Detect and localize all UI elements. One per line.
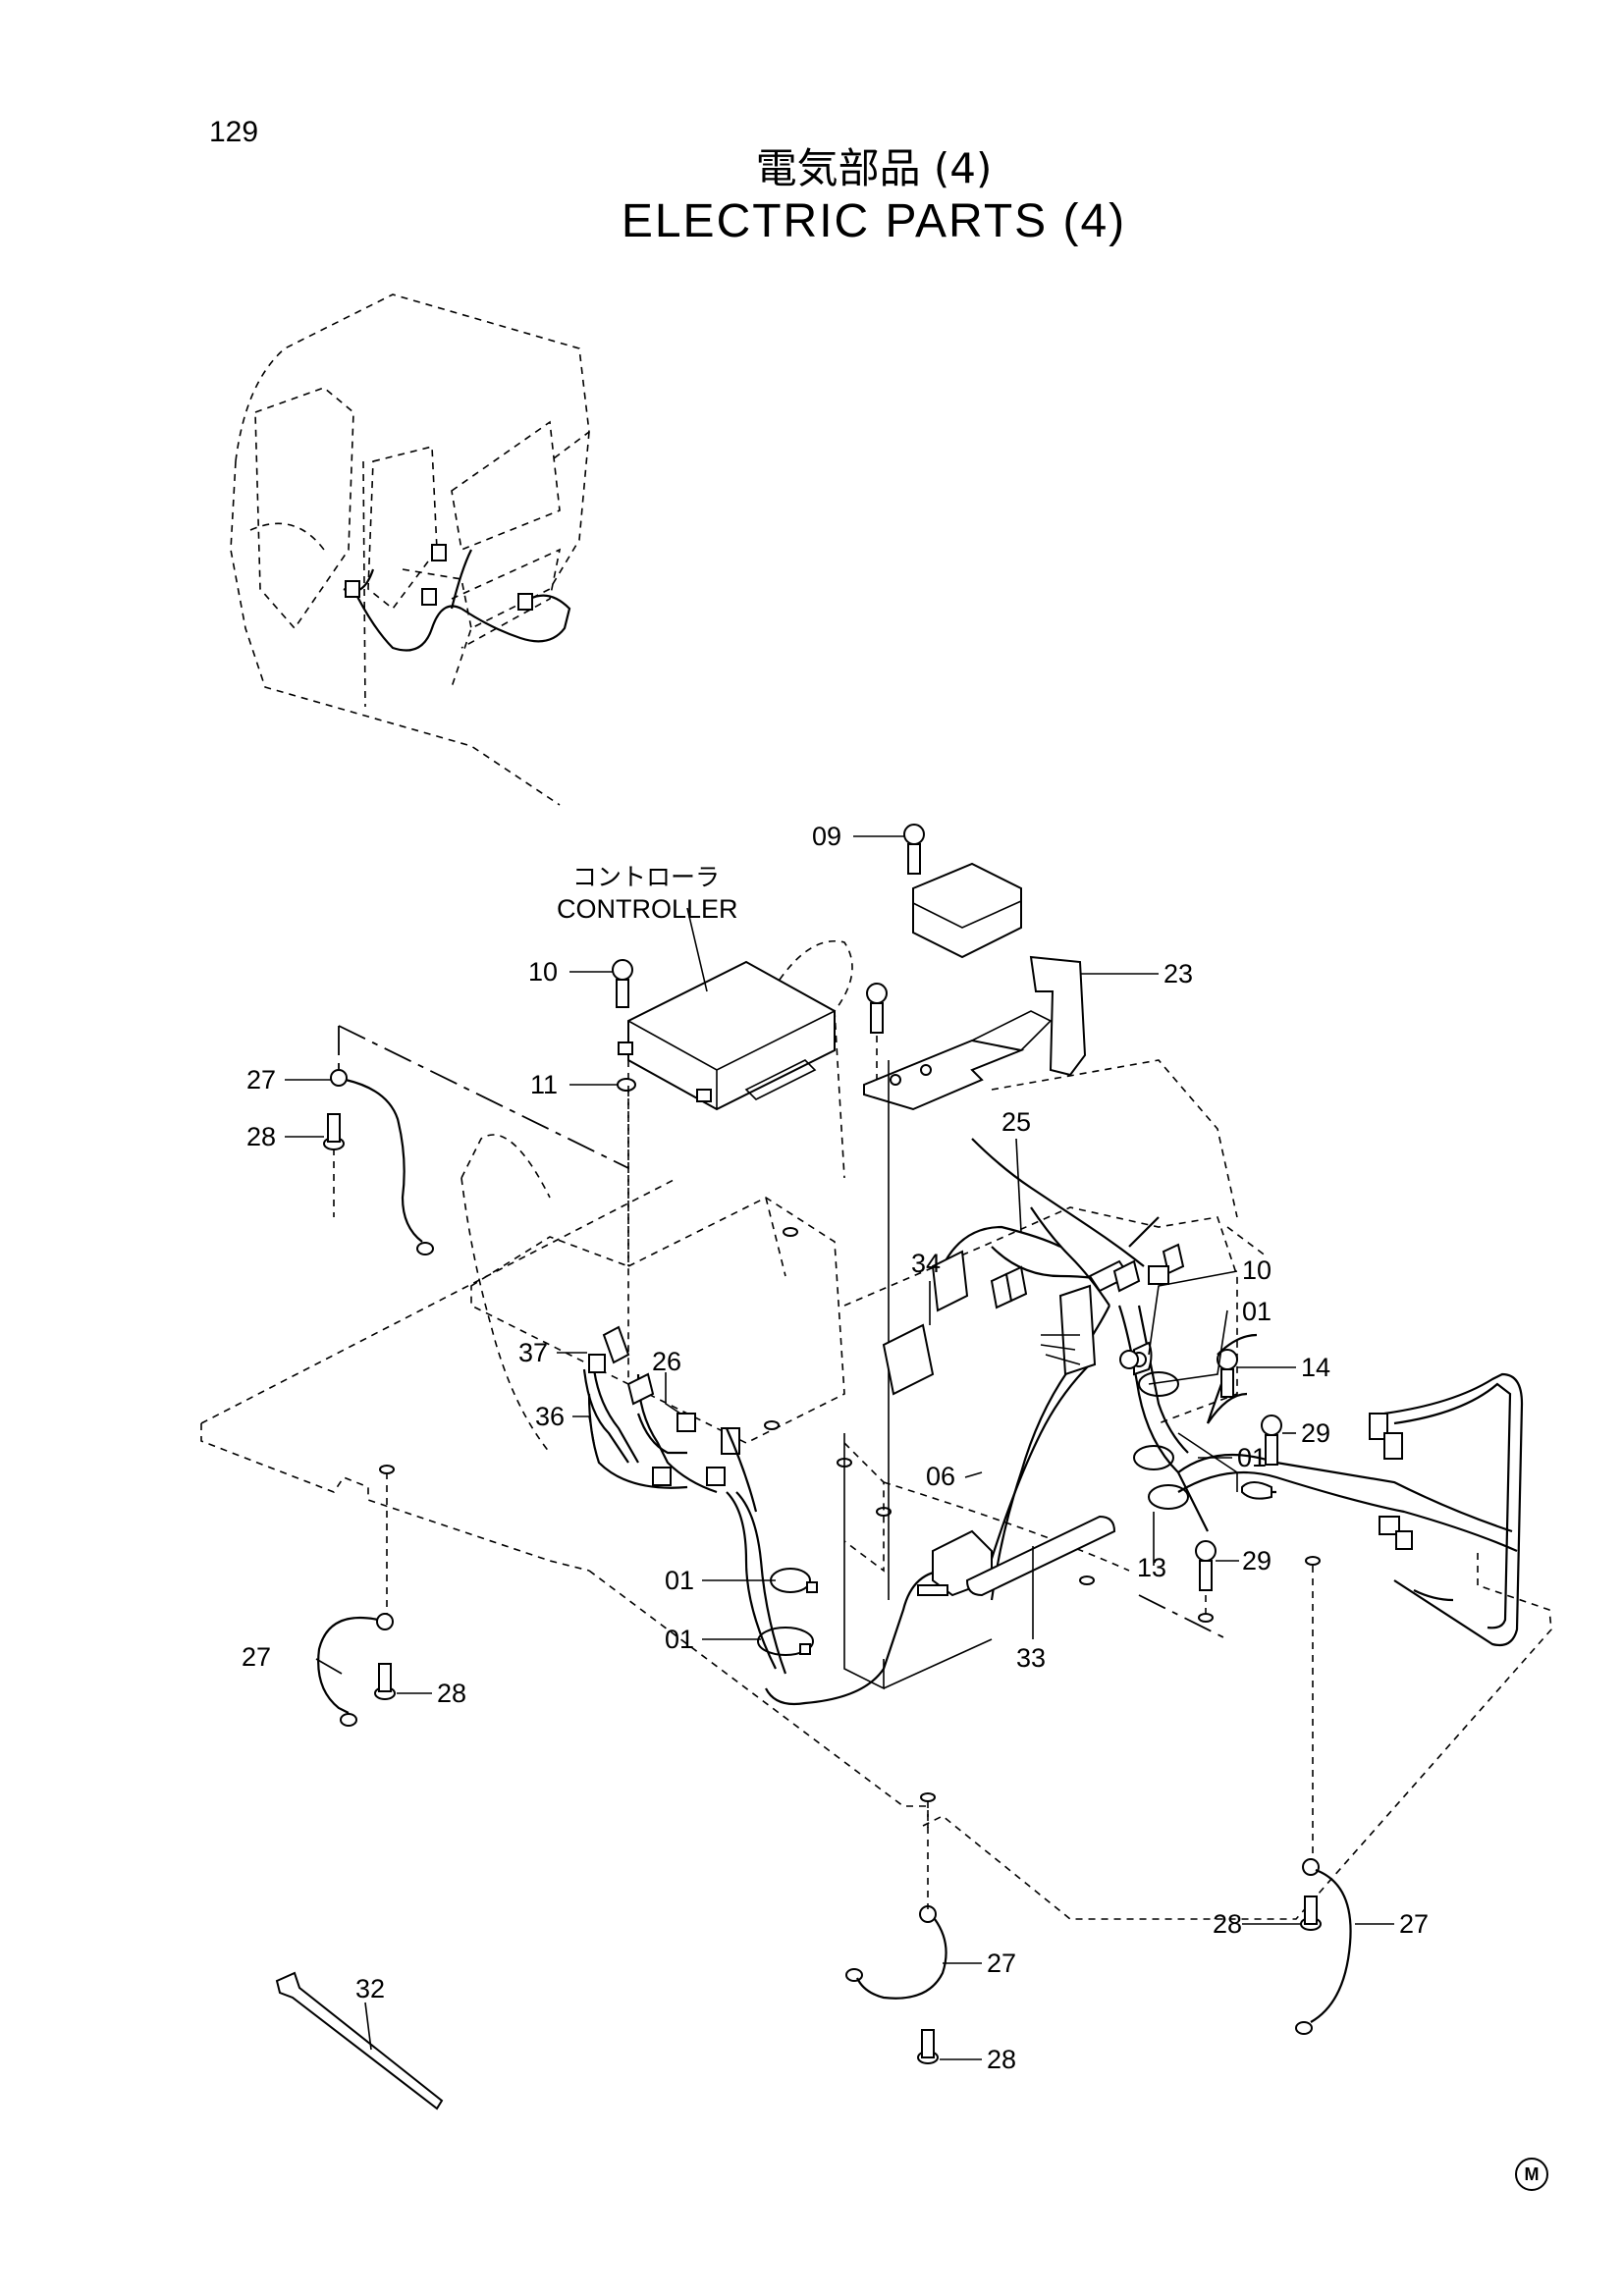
floor-plate: [200, 1177, 1552, 1920]
title-japanese: 電気部品 (4): [755, 144, 993, 192]
callout-28: 28: [437, 1679, 466, 1708]
bolt-28-bottom-center: [917, 2029, 939, 2064]
controller-label-japanese: コントローラ: [572, 863, 720, 891]
callout-33: 33: [1016, 1643, 1046, 1673]
phantom-lines: [333, 1025, 1314, 1909]
ground-cable-left: [317, 1613, 394, 1727]
callout-14: 14: [1301, 1353, 1330, 1382]
washer-11: [617, 1078, 636, 1092]
callout-29: 29: [1301, 1418, 1330, 1448]
callout-34: 34: [911, 1249, 941, 1278]
bolt-28-top-left: [323, 1113, 345, 1150]
cab-inset-illustration: [230, 294, 590, 806]
harness-clamps: [757, 1371, 1189, 1656]
bolt-10-right: [1119, 1350, 1139, 1369]
callout-11: 11: [530, 1070, 558, 1099]
callout-27: 27: [246, 1065, 276, 1095]
callout-01: 01: [1242, 1297, 1271, 1326]
wire-harness: [587, 1138, 1524, 1706]
bolt-28-left: [374, 1663, 396, 1700]
callout-27: 27: [987, 1949, 1016, 1978]
callout-10: 10: [1242, 1255, 1271, 1285]
callout-29: 29: [1242, 1546, 1271, 1575]
callout-27: 27: [242, 1642, 271, 1672]
callout-01: 01: [665, 1625, 694, 1654]
callout-23: 23: [1163, 959, 1193, 988]
controller-label-english: CONTROLLER: [557, 894, 738, 924]
callout-28: 28: [1213, 1909, 1242, 1939]
bolt-small-center: [866, 983, 888, 1034]
callout-37: 37: [518, 1338, 548, 1367]
title-english: ELECTRIC PARTS (4): [621, 195, 1127, 247]
cab-frame-structure: [460, 940, 1238, 1690]
callout-36: 36: [535, 1402, 565, 1431]
callout-13: 13: [1137, 1553, 1166, 1582]
relay-and-bracket: [863, 862, 1087, 1600]
bolt-10-top: [612, 959, 633, 1008]
ground-cable-bottom-center: [845, 1905, 947, 2000]
callout-09: 09: [812, 822, 841, 851]
bolt-29-lower: [1195, 1540, 1217, 1591]
ground-cable-top-left: [330, 1069, 434, 1255]
mount-holes: [379, 1227, 1321, 1802]
callout-32: 32: [355, 1974, 385, 2003]
bolt-28-bottom-right: [1300, 1896, 1322, 1931]
leader-lines: [285, 835, 1394, 2060]
left-connectors: [582, 1325, 758, 1513]
corner-mark-m: M: [1515, 2158, 1548, 2191]
controller-unit: [618, 960, 836, 1111]
callout-26: 26: [652, 1347, 681, 1376]
bolt-29-upper: [1261, 1415, 1282, 1466]
callout-01: 01: [1237, 1443, 1267, 1472]
callout-28: 28: [246, 1122, 276, 1151]
callout-27: 27: [1399, 1909, 1429, 1939]
tube-part-33: [965, 1515, 1116, 1597]
callout-01: 01: [665, 1566, 694, 1595]
callout-06: 06: [926, 1462, 955, 1491]
callout-28: 28: [987, 2045, 1016, 2074]
page-number: 129: [209, 116, 259, 148]
callout-10: 10: [528, 957, 558, 987]
bolt-09: [903, 824, 925, 875]
cable-tie-32: [275, 1971, 444, 2110]
callout-25: 25: [1001, 1107, 1031, 1137]
bolt-14: [1217, 1349, 1238, 1398]
ground-cable-bottom-right: [1295, 1858, 1352, 2035]
callout-labels: 09 23 10 27 28 11 25 34 10 01 14 37 26 3…: [242, 822, 1429, 2074]
